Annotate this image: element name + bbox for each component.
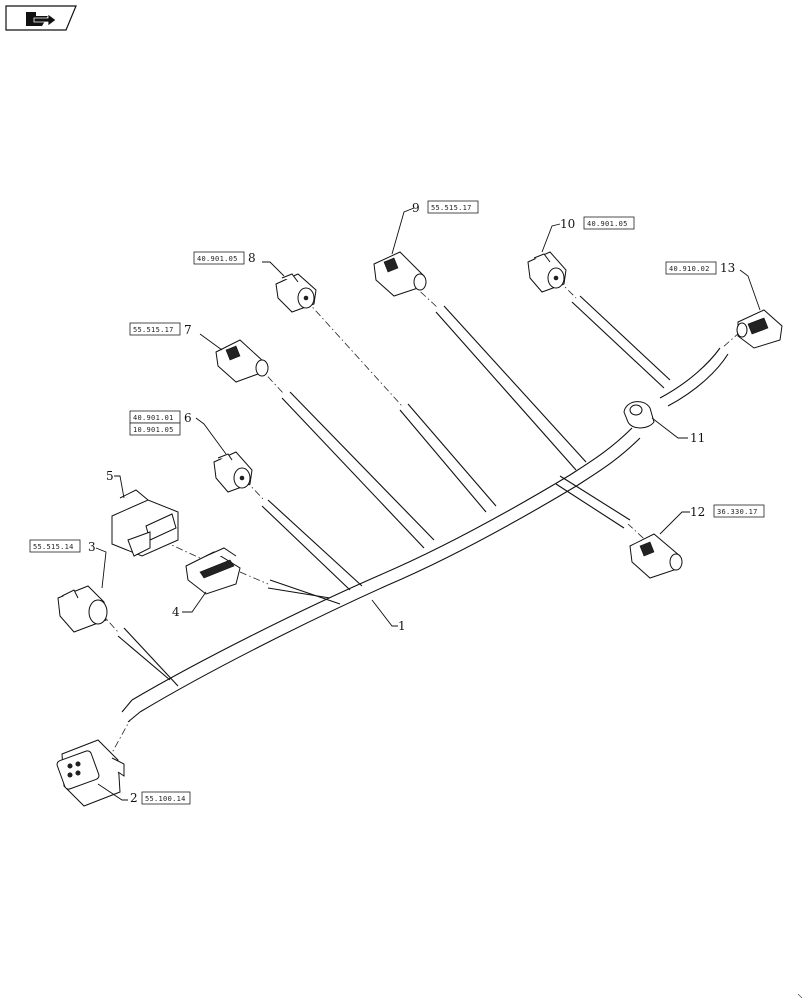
- ref-6a[interactable]: 40.901.01: [133, 414, 174, 422]
- center-lines: [99, 279, 741, 761]
- leaders: [95, 207, 761, 801]
- callout-9: 9: [412, 201, 420, 215]
- connector-5: [111, 489, 179, 557]
- ref-12[interactable]: 36.330.17: [717, 508, 758, 516]
- callout-7: 7: [184, 323, 192, 337]
- connector-8: [275, 273, 317, 313]
- connector-7: [215, 339, 269, 383]
- connector-4: [185, 547, 241, 595]
- ref-10[interactable]: 40.901.05: [587, 220, 628, 228]
- clip-11: [623, 401, 655, 429]
- connector-10: [527, 251, 567, 293]
- corner-mark: [797, 993, 803, 999]
- ref-9[interactable]: 55.515.17: [431, 204, 472, 212]
- ref-8[interactable]: 40.901.05: [197, 255, 238, 263]
- harness-trunk: [117, 295, 729, 723]
- ref-2[interactable]: 55.100.14: [145, 795, 186, 803]
- callout-2: 2: [130, 791, 138, 805]
- callout-8: 8: [248, 251, 256, 265]
- callout-3: 3: [88, 540, 96, 554]
- callout-12: 12: [690, 505, 705, 519]
- callout-6: 6: [184, 411, 192, 425]
- nav-arrow-icon[interactable]: [5, 5, 77, 31]
- callout-5: 5: [106, 469, 114, 483]
- callout-4: 4: [172, 605, 180, 619]
- connector-2: [56, 739, 125, 807]
- connector-3: [57, 585, 108, 633]
- connector-13: [736, 309, 783, 349]
- ref-6b[interactable]: 10.901.05: [133, 426, 174, 434]
- ref-3[interactable]: 55.515.14: [33, 543, 74, 551]
- ref-7[interactable]: 55.515.17: [133, 326, 174, 334]
- callout-11: 11: [690, 431, 705, 445]
- connector-9: [373, 251, 427, 297]
- connector-12: [629, 533, 683, 579]
- ref-13[interactable]: 40.910.02: [669, 265, 710, 273]
- connector-6: [213, 451, 253, 493]
- callout-1: 1: [398, 619, 406, 633]
- callout-10: 10: [560, 217, 575, 231]
- callout-13: 13: [720, 261, 735, 275]
